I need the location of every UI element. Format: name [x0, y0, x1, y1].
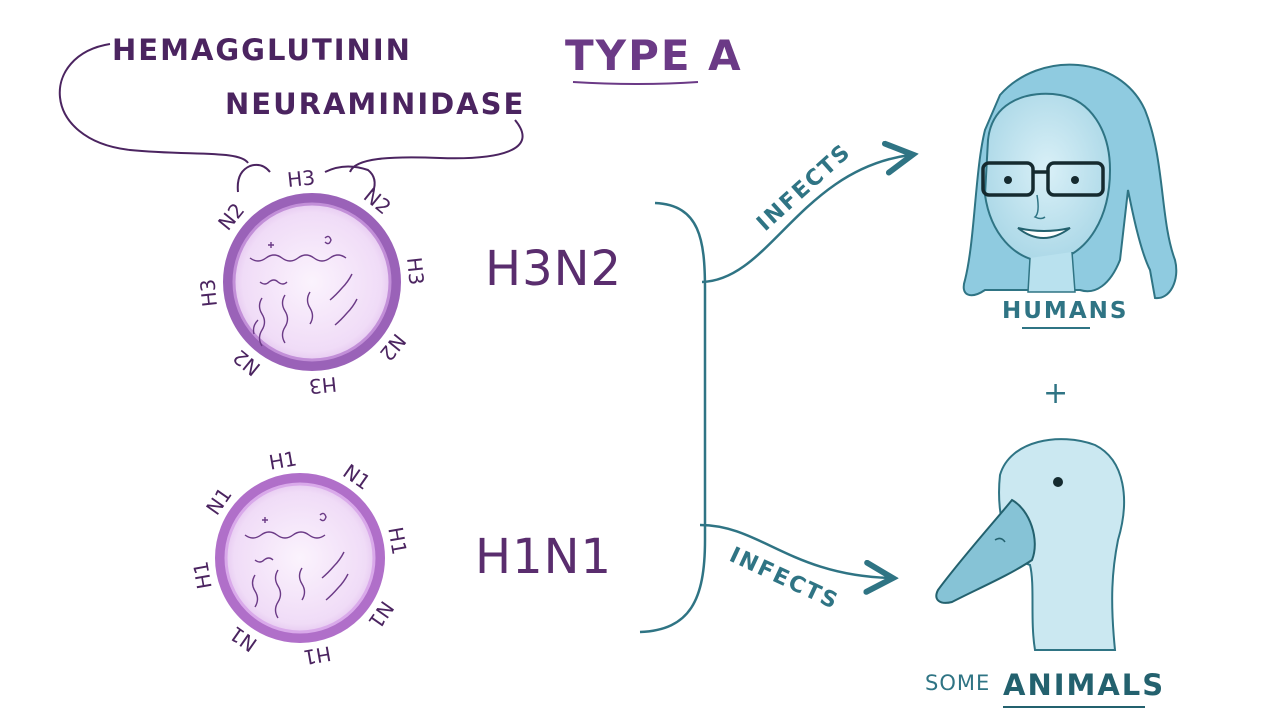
human-nose [1033, 194, 1046, 220]
human-mouth [1017, 227, 1071, 239]
virus-label-h3n2: H3N2 [485, 241, 622, 297]
some-label: SOME [925, 671, 990, 695]
goose-nostril [994, 537, 1006, 543]
virus-envelope-inner [232, 202, 392, 362]
plus-sign: + [1043, 376, 1068, 411]
animals-label: ANIMALS [1003, 668, 1165, 702]
arrow-to-humans [701, 155, 910, 284]
hemagglutinin-bracket [236, 163, 271, 193]
spike-label-h1n1-6: H1 [188, 559, 216, 591]
spike-label-h3n2-4: H3 [308, 372, 338, 399]
hemagglutinin-label: HEMAGGLUTININ [112, 33, 412, 67]
virus-rna-strands [244, 512, 349, 619]
virus-rna-strands [249, 235, 358, 347]
virus-h1n1 [215, 473, 385, 643]
grouping-bracket [639, 201, 707, 634]
human-illustration [962, 63, 1178, 300]
goose-illustration [935, 438, 1125, 651]
spike-label-h1n1-4: H1 [301, 641, 333, 669]
virus-envelope [223, 193, 401, 371]
human-eye-right [1071, 176, 1079, 184]
hemagglutinin-callout [58, 43, 249, 164]
glasses-icon [981, 161, 1105, 197]
title: TYPE A [565, 31, 743, 80]
spike-label-h3n2-0: H3 [286, 165, 316, 192]
spike-label-h3n2-2: H3 [402, 256, 429, 286]
goose-beak [935, 498, 1036, 604]
title-underline [572, 81, 699, 85]
spike-label-h1n1-0: H1 [267, 446, 299, 474]
virus-envelope-inner [224, 482, 376, 634]
arrow-label-humans: INFECTS [752, 139, 856, 236]
human-neck [1027, 251, 1076, 293]
virus-label-h1n1: H1N1 [475, 529, 612, 585]
virus-h3n2 [223, 193, 401, 371]
spike-label-h1n1-2: H1 [383, 525, 411, 557]
arrow-label-animals: INFECTS [725, 543, 842, 615]
neuraminidase-label: NEURAMINIDASE [225, 87, 525, 121]
neuraminidase-bracket [324, 165, 376, 193]
goose-eye [1053, 477, 1063, 487]
humans-label: HUMANS [1002, 298, 1128, 324]
virus-envelope [215, 473, 385, 643]
neuraminidase-callout [349, 119, 524, 173]
arrow-to-animals [699, 523, 890, 578]
spike-label-h3n2-6: H3 [195, 278, 222, 308]
human-eye-left [1004, 176, 1012, 184]
